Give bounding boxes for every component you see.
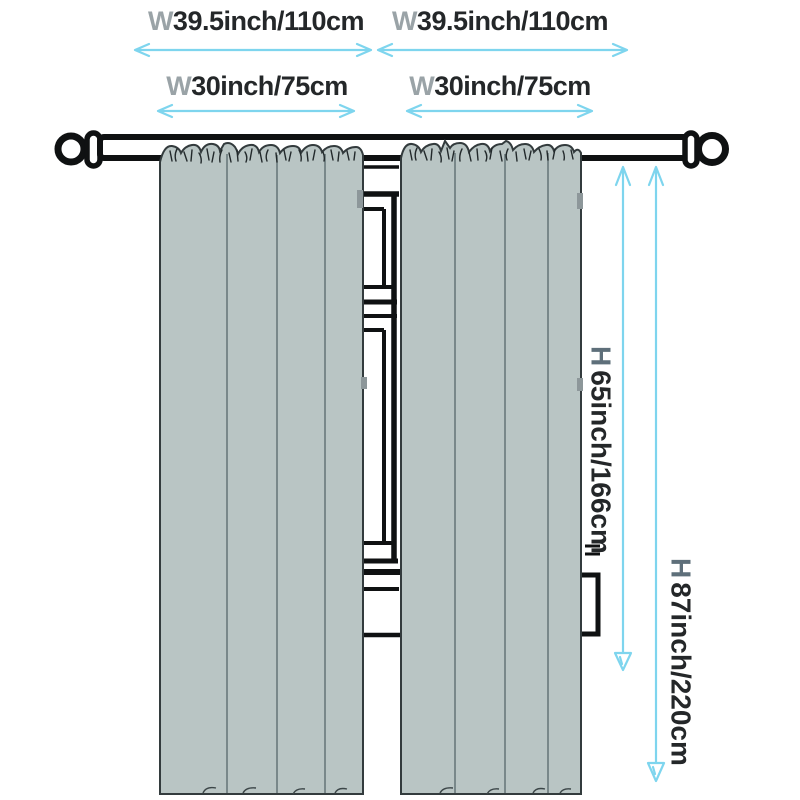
label-value: 87inch/220cm	[665, 582, 697, 766]
frame-tab	[577, 378, 583, 391]
arrowhead-tick	[618, 655, 624, 666]
label-prefix-h: H	[665, 558, 697, 579]
sill-end-bracket	[582, 572, 601, 637]
width-arrow-panel-right	[405, 103, 594, 119]
double-arrow-horizontal-icon	[156, 103, 356, 119]
curtain-body	[159, 142, 364, 795]
double-arrow-vertical-icon	[614, 165, 632, 657]
frame-tab	[357, 190, 363, 208]
curtain-hem-folds	[439, 787, 572, 795]
height-arrow-outer	[646, 165, 666, 783]
double-arrow-horizontal-icon	[376, 42, 629, 58]
double-arrow-horizontal-icon	[133, 42, 373, 58]
finial-left-ball	[54, 132, 88, 166]
curtain-gather-marks	[409, 147, 574, 163]
label-height-inner: H 65inch/166cm	[585, 346, 617, 554]
frame-tab	[361, 377, 367, 389]
label-height-outer: H 87inch/220cm	[665, 558, 697, 766]
width-arrow-full-right	[376, 42, 629, 58]
label-prefix-w: W	[391, 6, 417, 36]
arrowhead-tick	[651, 765, 657, 776]
lower-rail-ends	[585, 544, 600, 556]
arrowhead-hollow	[646, 761, 666, 783]
curtain-fold-lines	[454, 153, 549, 793]
frame-tab	[577, 193, 583, 209]
curtain-fold-lines	[226, 154, 326, 793]
finial-right-ball	[695, 132, 729, 166]
curtain-body	[400, 138, 582, 795]
label-width-full-left: W39.5inch/110cm	[147, 6, 365, 36]
window-sill-end	[582, 544, 601, 637]
label-prefix-w: W	[166, 71, 192, 101]
height-arrow-inner	[613, 165, 633, 672]
frame-tabs	[357, 190, 583, 391]
label-prefix-w: W	[409, 71, 435, 101]
width-arrow-panel-left	[156, 103, 356, 119]
width-arrow-full-left	[133, 42, 373, 58]
label-width-panel-right: W30inch/75cm	[409, 72, 591, 100]
curtain-panel-right	[400, 138, 582, 795]
curtain-hem-folds	[202, 786, 348, 795]
window-frame	[353, 165, 401, 638]
curtain-rod	[54, 130, 729, 169]
label-value: 30inch/75cm	[191, 71, 348, 101]
double-arrow-vertical-icon	[647, 165, 665, 767]
label-prefix-h: H	[585, 346, 617, 367]
curtain-gather-marks	[169, 148, 356, 164]
window-upper-pane	[364, 207, 392, 289]
label-value: 65inch/166cm	[585, 370, 617, 554]
window-lower-pane	[364, 328, 392, 545]
arrowhead-hollow	[613, 651, 633, 672]
label-width-full-right: W39.5inch/110cm	[391, 6, 609, 36]
label-width-panel-left: W30inch/75cm	[166, 72, 348, 100]
double-arrow-horizontal-icon	[405, 103, 594, 119]
label-prefix-w: W	[147, 6, 173, 36]
label-value: 30inch/75cm	[434, 71, 591, 101]
curtain-panel-left	[159, 142, 364, 795]
label-value: 39.5inch/110cm	[172, 6, 365, 36]
label-value: 39.5inch/110cm	[416, 6, 609, 36]
